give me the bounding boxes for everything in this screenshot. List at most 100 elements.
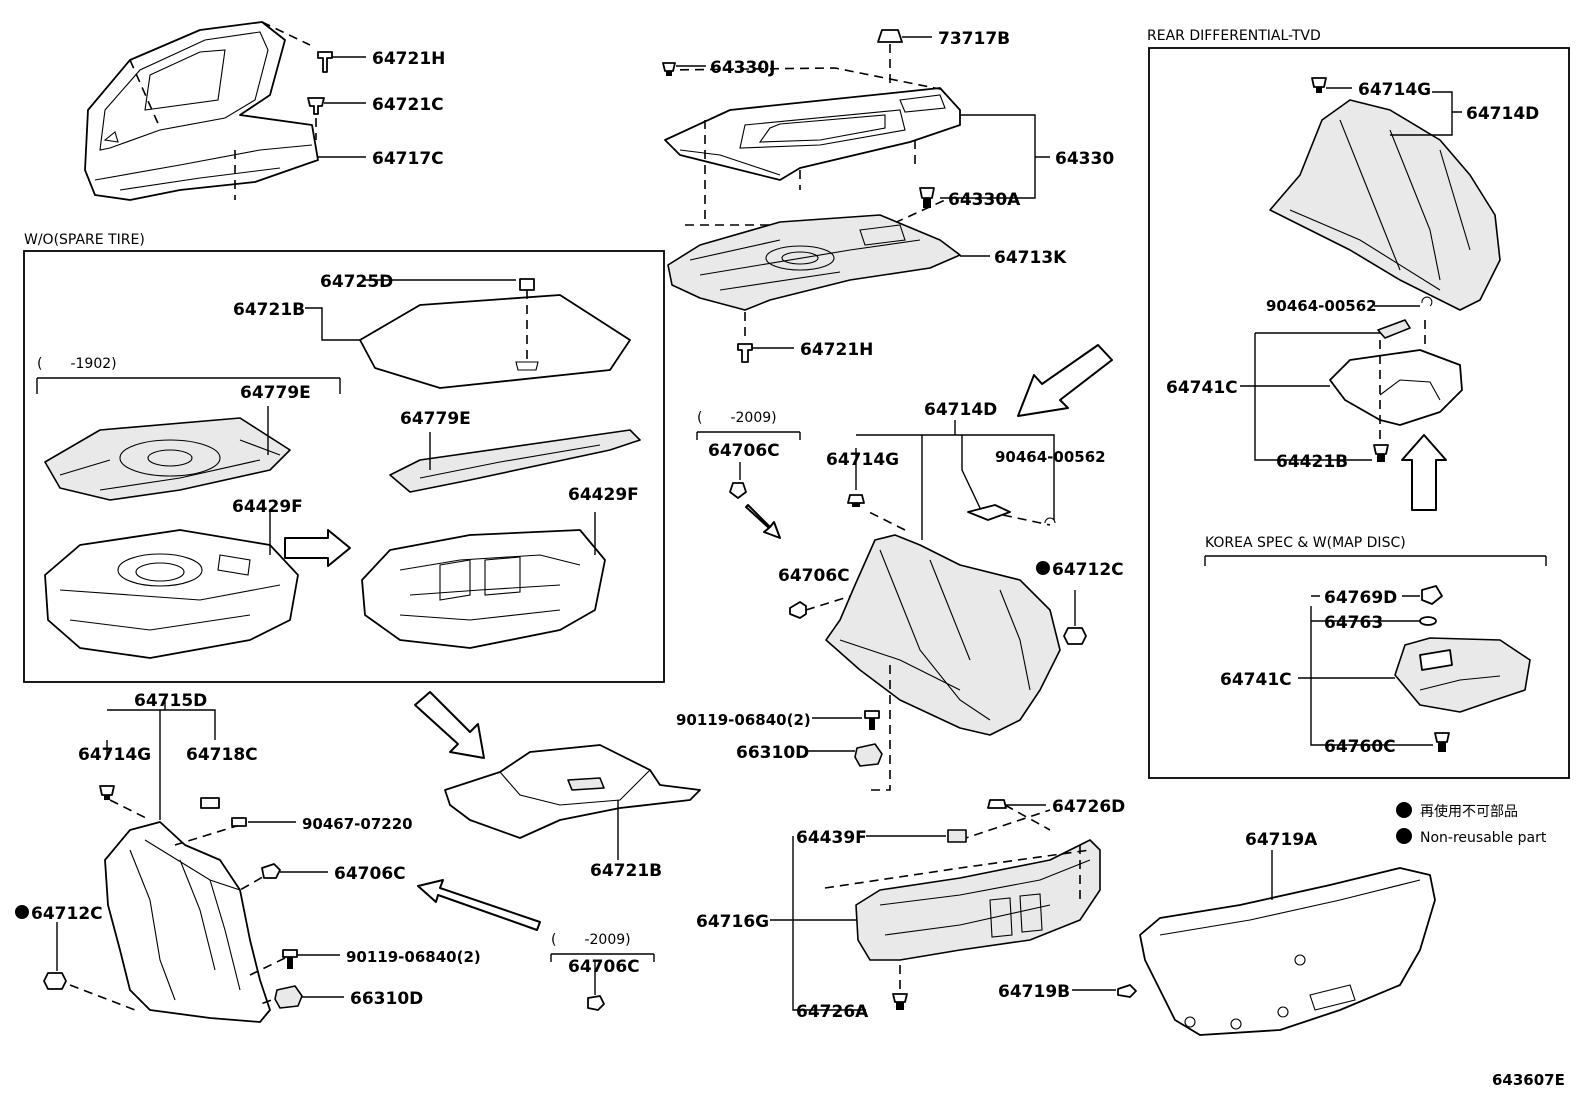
part-64714D-mid[interactable]: 64714D (924, 400, 997, 420)
part-64330[interactable]: 64330 (1055, 149, 1114, 169)
clip-64706C-b-icon (789, 589, 871, 619)
tray-panel-64713K-drawing (667, 214, 961, 311)
part-64721H-top[interactable]: 64721H (372, 49, 445, 69)
part-64719A[interactable]: 64719A (1245, 830, 1318, 850)
part-64429F-b[interactable]: 64429F (568, 485, 639, 505)
spare-tire-tray-64779E-drawing (44, 417, 291, 501)
box-rear-differential (1148, 47, 1570, 779)
part-66310D-mid[interactable]: 66310D (736, 743, 809, 763)
part-64763[interactable]: 64763 (1324, 613, 1383, 633)
part-90464-mid[interactable]: 90464-00562 (995, 448, 1106, 466)
part-64721H-mid[interactable]: 64721H (800, 340, 873, 360)
range-2009-a-bracket (696, 431, 801, 440)
part-90119-mid[interactable]: 90119-06840(2) (676, 711, 811, 729)
retainer-66310D-mid-icon (854, 665, 891, 791)
part-64714G-mid[interactable]: 64714G (826, 450, 899, 470)
part-64706C-left[interactable]: 64706C (334, 864, 406, 884)
foam-box-64429F-a-drawing (44, 529, 299, 659)
part-64741C-b[interactable]: 64741C (1220, 670, 1292, 690)
range-2009-b: ( -2009) (551, 932, 631, 948)
part-64706C-low[interactable]: 64706C (568, 957, 640, 977)
part-90467[interactable]: 90467-07220 (302, 815, 413, 833)
part-64769D[interactable]: 64769D (1324, 588, 1397, 608)
part-64726A[interactable]: 64726A (796, 1002, 869, 1022)
legend-en-dot-icon (1396, 828, 1412, 844)
part-66310D-left[interactable]: 66310D (350, 989, 423, 1009)
part-64779E-a[interactable]: 64779E (240, 383, 311, 403)
leader-64741C-a (1240, 332, 1380, 461)
part-64421B[interactable]: 64421B (1276, 452, 1348, 472)
cap-64769D-icon (1421, 585, 1443, 605)
range-2009-a: ( -2009) (697, 410, 777, 426)
part-90464-right[interactable]: 90464-00562 (1266, 297, 1377, 315)
side-trim-64714D-mid-drawing (825, 509, 1061, 736)
bolt-90119-left-icon (282, 949, 298, 969)
bracket-90464-mid-icon (967, 504, 1056, 524)
screw-64421B-icon (1373, 444, 1389, 462)
part-64717C[interactable]: 64717C (372, 149, 444, 169)
side-trim-64714D-right-drawing (1269, 99, 1501, 311)
arrow-to-left-icon (417, 879, 541, 931)
clip-64706C-left-icon (261, 863, 281, 879)
clip-64721H-top-icon (317, 51, 333, 73)
clip-64706C-a-icon (729, 462, 747, 499)
arrow-up-icon (1401, 434, 1447, 511)
part-73717B[interactable]: 73717B (938, 29, 1010, 49)
part-64706C-b[interactable]: 64706C (778, 566, 850, 586)
clip-64721C-icon (307, 97, 325, 140)
part-64718C[interactable]: 64718C (186, 745, 258, 765)
range-1902-bracket (36, 377, 341, 394)
range-2009-b-bracket (550, 953, 655, 962)
fastener-73717B-icon (877, 29, 903, 85)
legend-jp: 再使用不可部品 (1420, 803, 1518, 820)
label-wo-spare-tire: W/O(SPARE TIRE) (24, 232, 145, 248)
leader-64714D-right (1326, 87, 1462, 136)
part-64721C[interactable]: 64721C (372, 95, 444, 115)
part-90119-left[interactable]: 90119-06840(2) (346, 948, 481, 966)
part-64712C-left[interactable]: 64712C (31, 904, 103, 924)
nut-64712C-mid-icon (1063, 590, 1087, 645)
part-64706C-a[interactable]: 64706C (708, 441, 780, 461)
part-64779E-b[interactable]: 64779E (400, 409, 471, 429)
clip-90464-right-icon (1421, 296, 1433, 307)
korea-spec-bracket (1204, 555, 1547, 566)
part-64721B-box[interactable]: 64721B (233, 300, 305, 320)
part-64429F-a[interactable]: 64429F (232, 497, 303, 517)
part-64712C-mid[interactable]: 64712C (1052, 560, 1124, 580)
clip-64719B-icon (1117, 984, 1137, 998)
part-64714D-right[interactable]: 64714D (1466, 104, 1539, 124)
part-64726D[interactable]: 64726D (1052, 797, 1125, 817)
screw-64760C-icon (1434, 732, 1450, 752)
range-1902: ( -1902) (37, 356, 117, 372)
part-64721B-low[interactable]: 64721B (590, 861, 662, 881)
clip-64714G-left-icon (99, 785, 151, 821)
deck-board-lower-drawing (444, 744, 701, 839)
part-64330A[interactable]: 64330A (948, 190, 1021, 210)
part-64716G[interactable]: 64716G (696, 912, 769, 932)
part-64714G-left[interactable]: 64714G (78, 745, 151, 765)
clip-64330J-icon (662, 62, 676, 76)
part-64714G-right[interactable]: 64714G (1358, 80, 1431, 100)
part-64760C[interactable]: 64760C (1324, 737, 1396, 757)
screw-64726A-icon (892, 993, 908, 1010)
clip-64439F-icon (947, 829, 967, 843)
part-64330J[interactable]: 64330J (710, 58, 775, 78)
part-64439F[interactable]: 64439F (796, 828, 867, 848)
part-64715D[interactable]: 64715D (134, 691, 207, 711)
clip-64726D-icon (987, 799, 1007, 809)
clip-90467-icon (231, 817, 247, 827)
box-64741C-b-drawing (1394, 637, 1531, 713)
clip-64714G-mid-icon (847, 494, 865, 507)
legend-en: Non-reusable part (1420, 830, 1547, 846)
part-64725D[interactable]: 64725D (320, 272, 393, 292)
leader-korea-spec (1298, 595, 1433, 746)
arrow-to-trim-icon (1017, 344, 1113, 417)
leader-64330 (940, 114, 1050, 199)
box-wo-spare-tire (23, 250, 665, 683)
part-64719B[interactable]: 64719B (998, 982, 1070, 1002)
seal-64763-icon (1419, 616, 1437, 626)
leader-64714D-mid (855, 420, 1055, 540)
part-64741C-a[interactable]: 64741C (1166, 378, 1238, 398)
part-64713K[interactable]: 64713K (994, 248, 1067, 268)
